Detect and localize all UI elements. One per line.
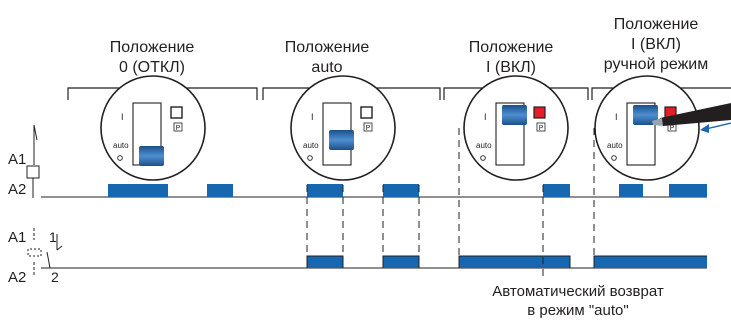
- one-label: I: [484, 112, 487, 122]
- position-on-label: Положение I (ВКЛ): [451, 38, 571, 78]
- coil-pulse: [307, 184, 343, 197]
- position-on-line2: I (ВКЛ): [485, 59, 537, 76]
- coil-a2-label: A2: [8, 181, 27, 198]
- dial-off: P I auto: [100, 75, 206, 181]
- p-label: P: [539, 125, 544, 132]
- position-manual-line2: I (ВКЛ): [630, 36, 682, 53]
- contact-pulse: [307, 256, 343, 268]
- auto-label: auto: [113, 141, 129, 150]
- auto-label: auto: [607, 141, 623, 150]
- dial-manual: P I auto: [594, 75, 700, 181]
- indicator-square-icon: [360, 106, 373, 119]
- knob-icon: [633, 105, 658, 125]
- dial-on: P I auto: [463, 75, 569, 181]
- arrow-icon: [700, 122, 731, 133]
- position-auto-label: Положение auto: [272, 38, 382, 78]
- contact-terminal-2-label: 2: [51, 269, 59, 285]
- contact-a2-label: A2: [8, 269, 27, 286]
- auto-return-line2: в режим "auto": [527, 302, 629, 319]
- position-auto-line1: Положение: [284, 39, 370, 56]
- contact-symbol-icon: [27, 228, 63, 276]
- position-manual-label: Положение I (ВКЛ) ручной режим: [586, 15, 726, 75]
- auto-return-note: Автоматический возврат в режим "auto": [448, 282, 708, 320]
- knob-icon: [329, 130, 354, 150]
- position-on-line1: Положение: [468, 39, 554, 56]
- one-label: I: [311, 112, 314, 122]
- position-off-line1: Положение: [109, 39, 195, 56]
- position-auto-line2: auto: [311, 59, 343, 76]
- contact-pulses: [307, 256, 707, 268]
- coil-pulses: [108, 184, 707, 197]
- position-manual-line3: ручной режим: [603, 56, 709, 73]
- coil-pulse: [383, 184, 419, 197]
- knob-icon: [139, 146, 164, 166]
- p-label: P: [176, 125, 181, 132]
- dashed-guides: [306, 128, 595, 278]
- coil-pulse: [108, 184, 168, 197]
- position-off-line2: 0 (ОТКЛ): [118, 59, 186, 76]
- auto-return-line1: Автоматический возврат: [492, 283, 664, 300]
- one-label: I: [615, 112, 618, 122]
- p-label: P: [366, 125, 371, 132]
- contact-a1-label: A1: [8, 229, 27, 246]
- indicator-square-icon: [170, 106, 183, 119]
- auto-label: auto: [303, 141, 319, 150]
- contact-terminal-1-label: 1: [49, 229, 57, 245]
- knob-icon: [502, 105, 527, 125]
- coil-a1-label: A1: [8, 151, 27, 168]
- indicator-red-icon: [533, 106, 546, 119]
- position-off-label: Положение 0 (ОТКЛ): [82, 38, 222, 78]
- contact-pulse: [459, 256, 570, 268]
- bracket-manual: [591, 87, 731, 100]
- dial-auto: P I auto: [290, 75, 396, 181]
- contact-pulse: [594, 256, 707, 268]
- coil-symbol-icon: [26, 124, 40, 198]
- coil-pulse: [207, 184, 233, 197]
- coil-pulse: [543, 184, 570, 197]
- screwdriver-icon: [652, 103, 731, 126]
- coil-pulse: [669, 184, 707, 197]
- coil-pulse: [619, 184, 643, 197]
- one-label: I: [121, 112, 124, 122]
- position-manual-line1: Положение: [613, 16, 699, 33]
- p-label: P: [670, 125, 675, 132]
- contact-pulse: [383, 256, 419, 268]
- auto-label: auto: [476, 141, 492, 150]
